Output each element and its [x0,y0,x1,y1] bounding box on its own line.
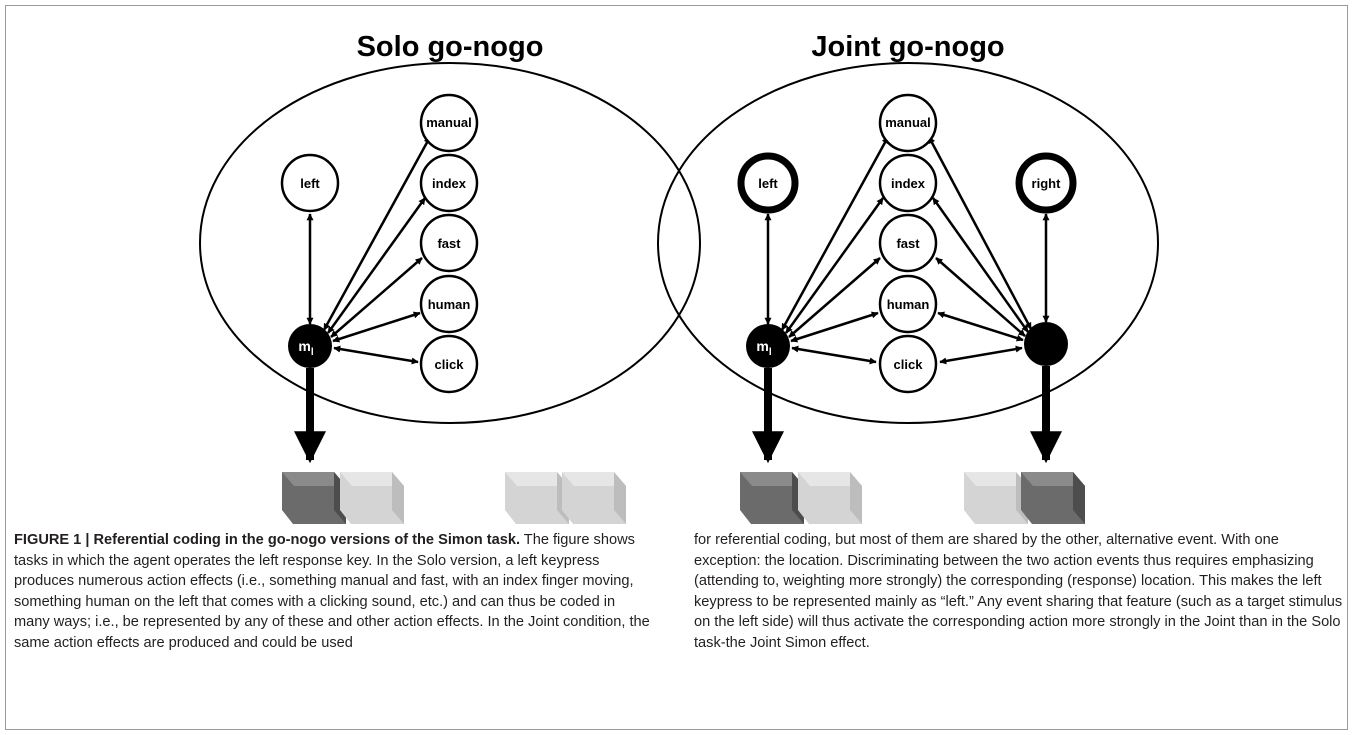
joint-response-keys [740,472,1085,524]
svg-text:manual: manual [426,115,472,130]
panel-title-solo: Solo go-nogo [357,31,544,63]
solo-key-4 [562,472,626,524]
solo-ellipse [199,62,701,424]
node-joint-manual: manual [878,93,938,153]
node-solo-fast: fast [419,213,479,273]
node-joint-index: index [878,153,938,213]
svg-text:ml: ml [756,338,771,358]
svg-text:fast: fast [896,236,920,251]
svg-text:left: left [300,176,320,191]
arrow-joint-r-manual [927,136,1033,330]
arrow-solo-manual [322,136,432,331]
caption-column-1: FIGURE 1 | Referential coding in the go-… [14,530,654,653]
arrow-solo-fast [330,257,423,338]
node-joint-left: left [737,152,799,214]
joint-key-3 [964,472,1028,524]
svg-text:manual: manual [885,115,931,130]
arrow-joint-l-fast [788,257,881,338]
solo-key-2 [340,472,404,524]
svg-text:click: click [435,357,465,372]
arrow-joint-r-human [937,311,1024,342]
arrow-solo-index [326,197,427,334]
joint-key-2 [798,472,862,524]
joint-key-4-active [1021,472,1085,524]
arrow-joint-l-manual [780,136,890,331]
figure-diagram: Solo go-nogo manual index fast human [199,31,1159,524]
arrow-joint-l-click [791,345,877,365]
panel-solo: Solo go-nogo manual index fast human [199,31,701,524]
svg-text:ml: ml [298,338,313,358]
arrow-solo-human [332,311,421,343]
panel-joint: Joint go-nogo manual index [657,31,1159,524]
arrow-joint-r-click [939,345,1023,365]
svg-text:fast: fast [437,236,461,251]
svg-text:human: human [428,297,471,312]
arrow-joint-l-human [790,311,879,343]
joint-key-1-active [740,472,804,524]
arrow-joint-l-index [784,197,885,334]
joint-ellipse [657,62,1159,424]
node-joint-motor-right [1024,322,1068,366]
svg-text:right: right [1032,176,1062,191]
node-joint-right: right [1015,152,1077,214]
solo-effect-arrows [306,136,432,365]
arrow-solo-click [333,345,419,365]
joint-left-arrows [764,136,890,365]
node-solo-click: click [419,334,479,394]
svg-text:left: left [758,176,778,191]
solo-key-3 [505,472,569,524]
caption-column-2: for referential coding, but most of them… [694,530,1344,653]
solo-response-keys [282,472,626,524]
svg-text:index: index [891,176,926,191]
node-solo-index: index [419,153,479,213]
node-joint-fast: fast [878,213,938,273]
arrow-joint-r-index [931,197,1030,333]
panel-title-joint: Joint go-nogo [811,31,1004,63]
joint-right-arrows [927,136,1050,365]
figure-caption-label: FIGURE 1 | Referential coding in the go-… [14,532,520,548]
svg-text:index: index [432,176,467,191]
node-solo-left: left [280,153,340,213]
caption-text-1: The figure shows tasks in which the agen… [14,532,650,651]
node-solo-motor-left: ml [288,324,332,368]
node-solo-manual: manual [419,93,479,153]
node-joint-click: click [878,334,938,394]
svg-text:click: click [894,357,924,372]
solo-key-1-active [282,472,346,524]
arrow-joint-r-fast [935,257,1026,337]
node-solo-human: human [419,274,479,334]
node-joint-human: human [878,274,938,334]
svg-text:human: human [887,297,930,312]
figure-frame [5,5,1348,730]
node-joint-motor-left: ml [746,324,790,368]
caption-text-2: for referential coding, but most of them… [694,532,1343,651]
